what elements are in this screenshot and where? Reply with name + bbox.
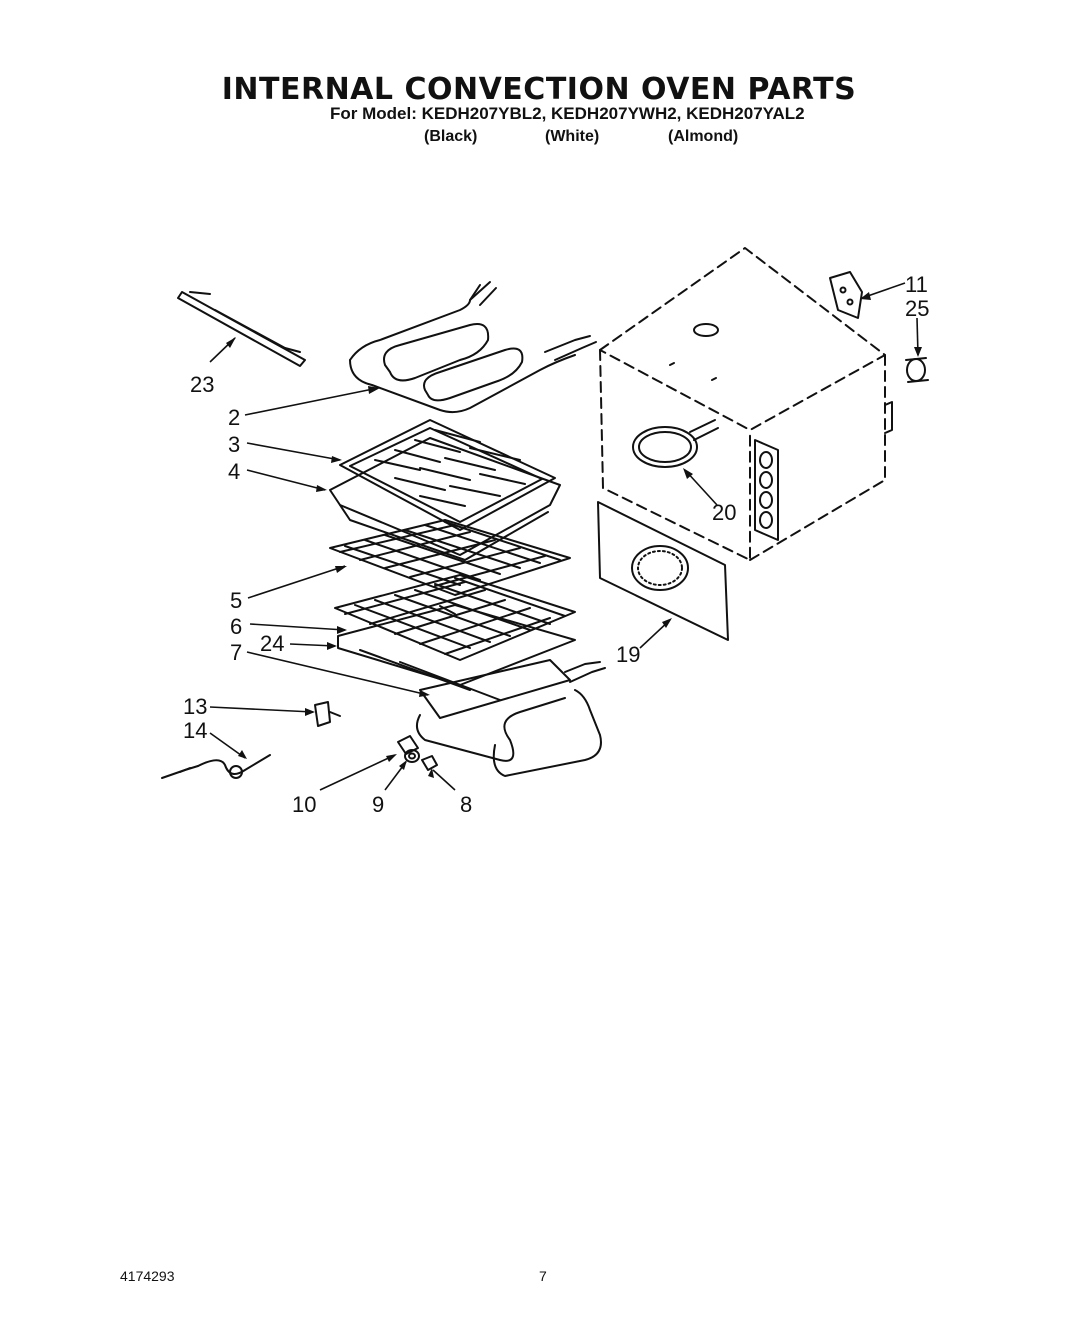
part-fan-cover <box>597 501 729 641</box>
callout-11: 11 <box>905 272 928 297</box>
callout-24: 24 <box>260 631 284 656</box>
part-convection-element <box>632 419 719 468</box>
part-rack-support <box>337 604 576 701</box>
part-oven-rack-lower <box>334 574 576 661</box>
callout-9: 9 <box>372 792 384 817</box>
part-broil-pan-grid <box>339 419 556 531</box>
callout-4: 4 <box>228 459 240 484</box>
document-number: 4174293 <box>120 1268 175 1284</box>
part-sensor-probe <box>161 754 271 779</box>
callout-labels: 23 2 3 4 5 6 24 7 13 14 10 9 8 19 20 11 … <box>183 272 929 817</box>
part-bake-element <box>349 281 597 414</box>
model-line: For Model: KEDH207YBL2, KEDH207YWH2, KED… <box>330 104 805 123</box>
part-broil-pan <box>329 437 561 561</box>
part-clip <box>314 701 341 727</box>
callout-5: 5 <box>230 588 242 613</box>
part-lower-element <box>415 659 606 777</box>
part-oven-cavity <box>599 247 886 561</box>
page-number: 7 <box>539 1268 547 1284</box>
part-rail-bracket <box>177 291 306 367</box>
leader-arrowheads <box>226 292 922 778</box>
callout-13: 13 <box>183 694 207 719</box>
finish-black: (Black) <box>424 128 478 145</box>
part-fittings <box>397 735 438 771</box>
callout-2: 2 <box>228 405 240 430</box>
callout-3: 3 <box>228 432 240 457</box>
page-title: INTERNAL CONVECTION OVEN PARTS <box>221 72 857 107</box>
part-fan-clip <box>905 357 929 383</box>
callout-20: 20 <box>712 500 736 525</box>
callout-6: 6 <box>230 614 242 639</box>
finish-white: (White) <box>545 128 600 145</box>
part-oven-rack-upper <box>329 519 571 596</box>
callout-23: 23 <box>190 372 214 397</box>
finish-almond: (Almond) <box>668 128 739 145</box>
callout-10: 10 <box>292 792 316 817</box>
callout-8: 8 <box>460 792 472 817</box>
part-mounting-bracket <box>829 271 863 319</box>
callout-14: 14 <box>183 718 207 743</box>
part-oven-cavity-details <box>669 323 893 541</box>
callout-7: 7 <box>230 640 242 665</box>
callout-19: 19 <box>616 642 640 667</box>
callout-25: 25 <box>905 296 929 321</box>
